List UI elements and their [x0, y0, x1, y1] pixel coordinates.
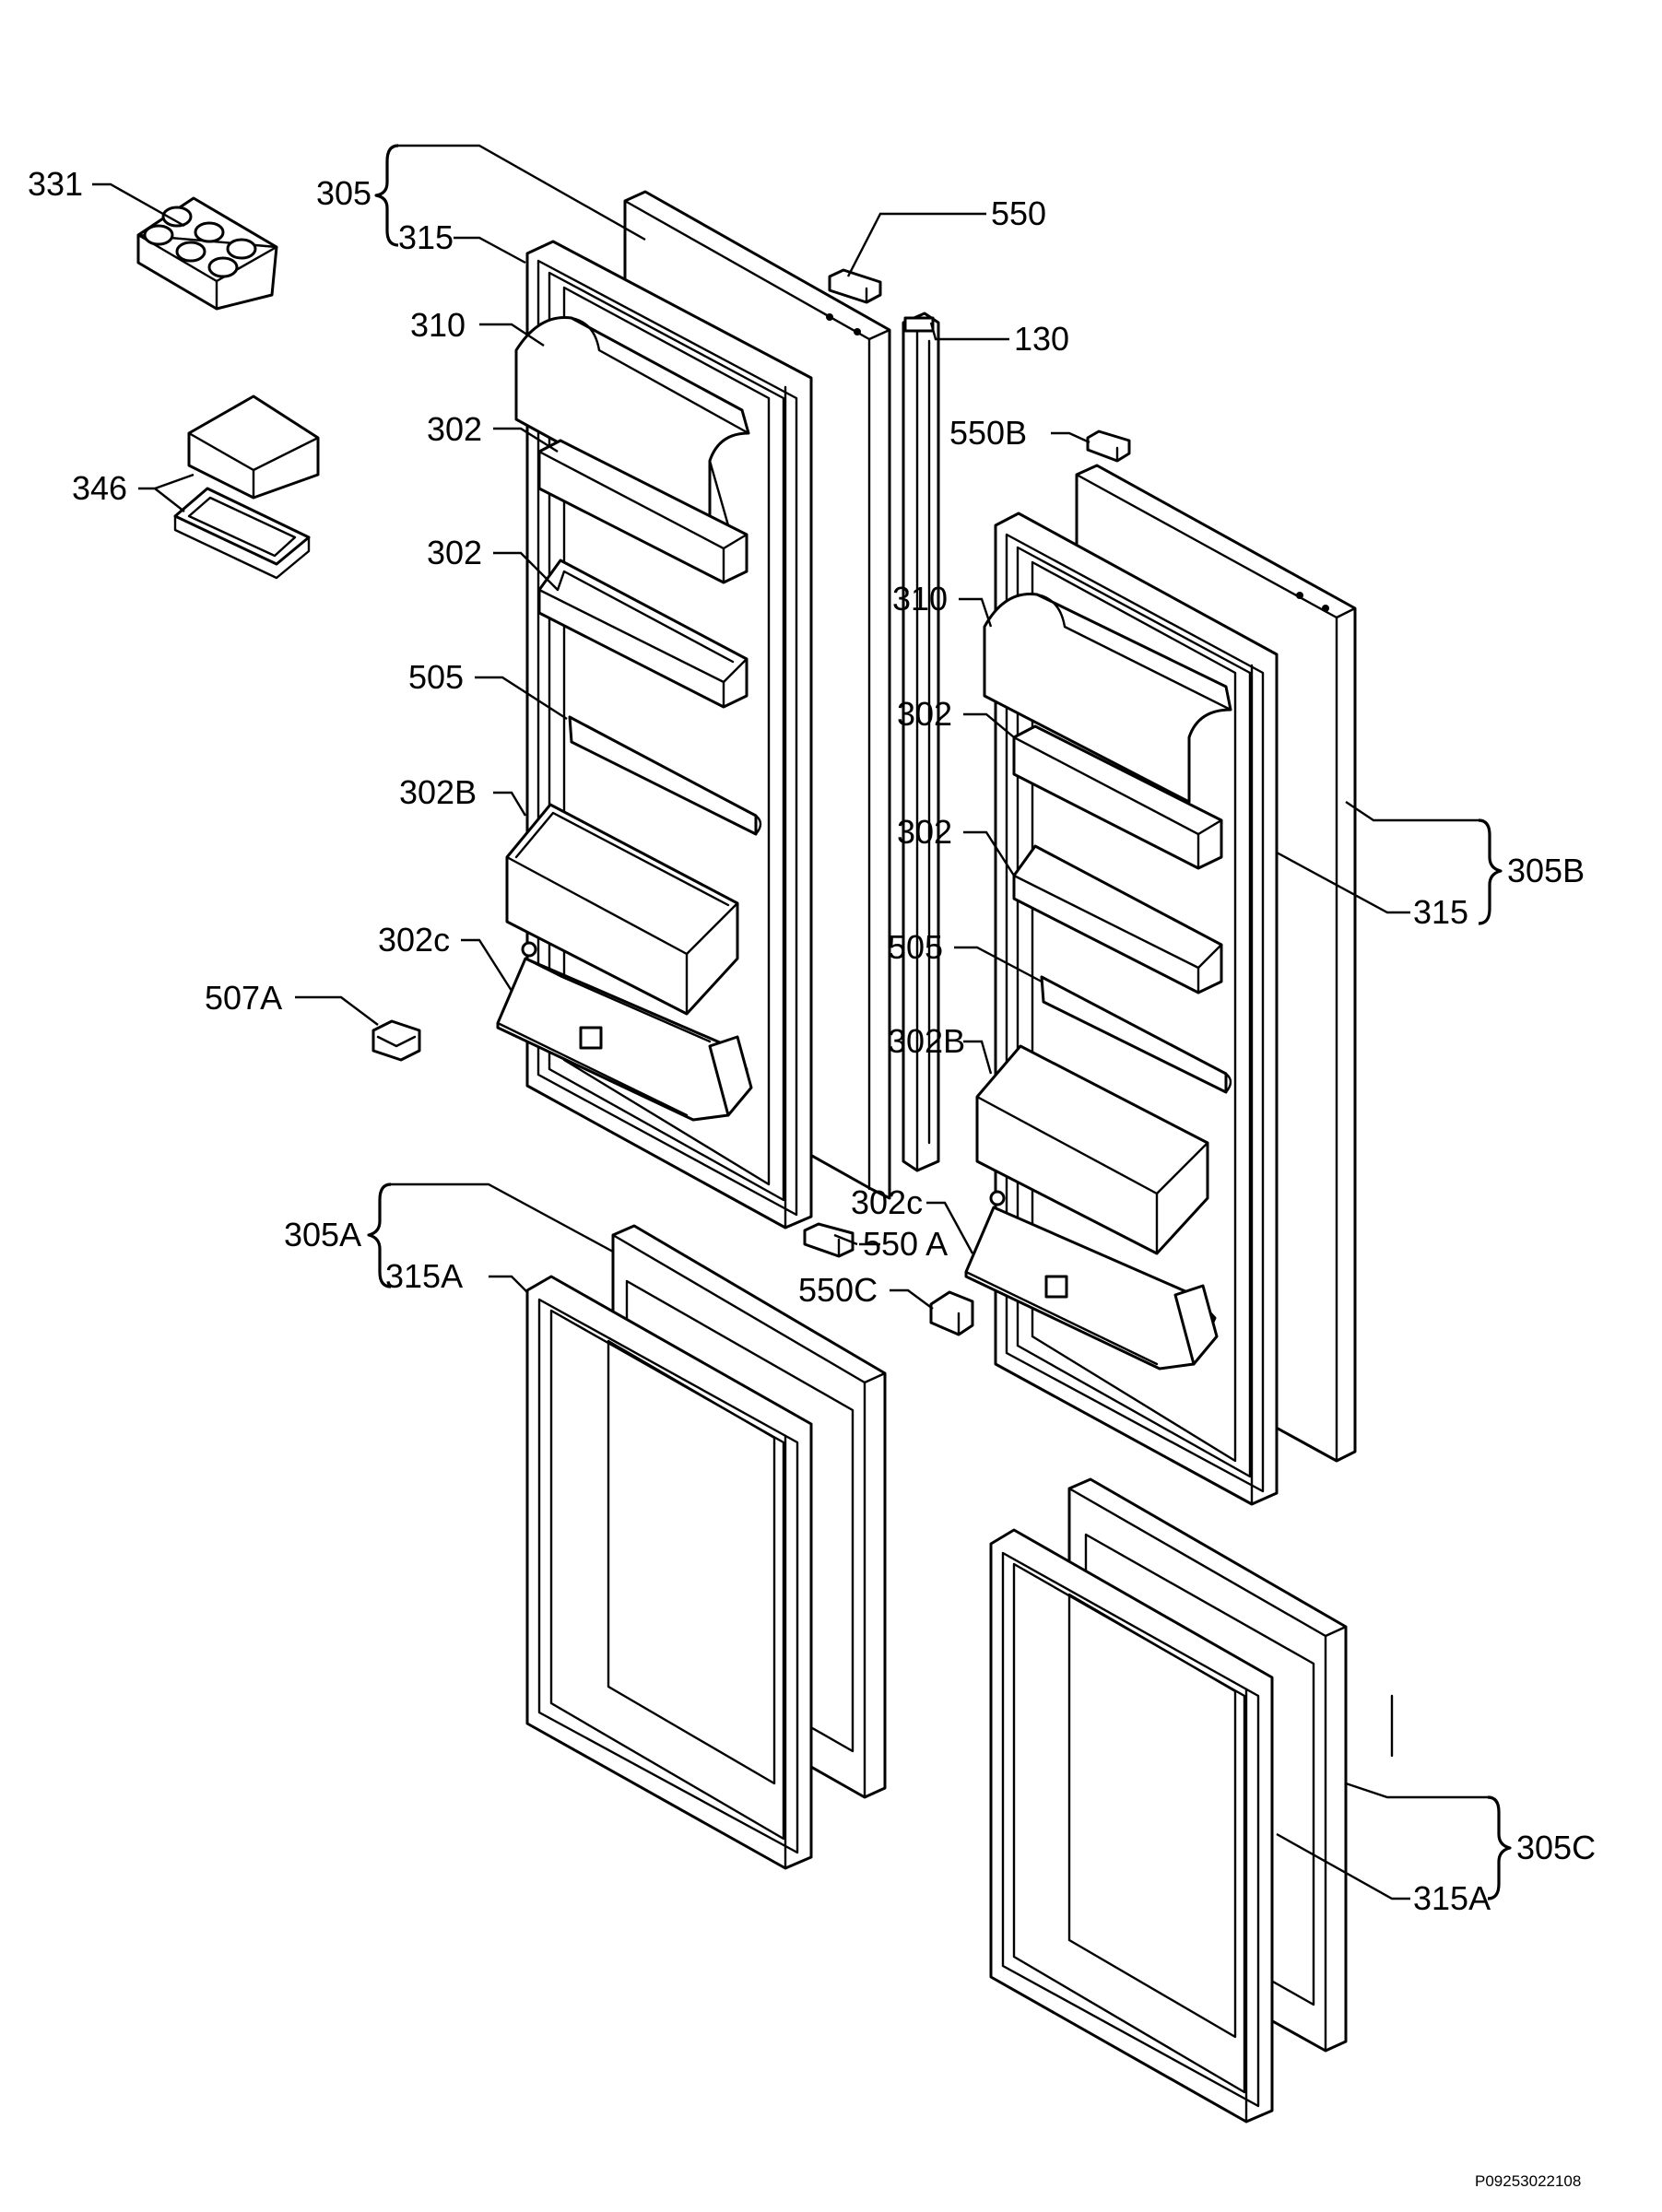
callout-550B: 550B: [949, 414, 1027, 452]
hinge-cap-550A: [803, 1222, 855, 1258]
dairy-compartment-right: [983, 592, 1232, 804]
door-shelf-right-upper: [1012, 724, 1223, 870]
leader-lines: [92, 144, 1488, 1900]
callout-315A-left: 315A: [385, 1257, 463, 1295]
door-shelf-right-lower: [1012, 844, 1223, 994]
callout-labels: 331 346 305 315 310 302 302 505 302B 302…: [28, 165, 1596, 2190]
callout-505-left: 505: [408, 658, 464, 696]
hinge-cap-550: [828, 268, 882, 304]
door-shelf-left-lower: [537, 559, 748, 709]
callout-302-left-top: 302: [427, 410, 482, 448]
lower-right-door-gasket: [989, 1528, 1274, 2124]
bottle-holder-right: [964, 1190, 1219, 1371]
brace-305A: [367, 1182, 392, 1288]
callout-507A: 507A: [205, 979, 282, 1017]
hinge-bar: [902, 312, 940, 1172]
brace-305: [374, 144, 399, 247]
callout-305C: 305C: [1516, 1829, 1596, 1866]
egg-tray-331: [136, 196, 278, 311]
label-strip-left: [568, 715, 762, 836]
reference-code: P09253022108: [1475, 2172, 1581, 2190]
callout-550C: 550C: [798, 1271, 878, 1309]
callout-310-left: 310: [410, 306, 466, 344]
callout-550A: 550 A: [863, 1225, 948, 1263]
brace-305C: [1487, 1795, 1512, 1900]
callout-302c-left: 302c: [378, 921, 450, 959]
lower-left-door-gasket: [525, 1275, 813, 1870]
callout-331: 331: [28, 165, 83, 203]
callout-315A-right: 315A: [1413, 1879, 1491, 1917]
callout-315: 315: [398, 218, 454, 256]
callout-302-right-top: 302: [897, 695, 952, 733]
clip-507A: [371, 1019, 421, 1062]
callout-302B-right: 302B: [888, 1022, 965, 1060]
hinge-cap-550C: [929, 1290, 974, 1336]
callout-315-right: 315: [1413, 893, 1468, 931]
callout-302-right-mid: 302: [897, 813, 952, 851]
callout-305A: 305A: [284, 1216, 361, 1253]
callout-130: 130: [1014, 320, 1069, 358]
callout-302-left-mid: 302: [427, 534, 482, 571]
bottle-holder-left: [496, 941, 753, 1122]
callout-346: 346: [72, 469, 127, 507]
callout-305: 305: [316, 174, 371, 212]
bottle-rack-right: [975, 1044, 1209, 1255]
callout-305B: 305B: [1507, 852, 1585, 889]
callout-302B-left: 302B: [399, 773, 477, 811]
callout-302c-right: 302c: [851, 1183, 923, 1221]
callout-505-right: 505: [888, 928, 943, 966]
callout-310-right: 310: [892, 580, 948, 618]
hinge-cap-550B: [1086, 429, 1131, 463]
brace-305B: [1478, 818, 1503, 925]
door-shelf-left-upper: [537, 439, 748, 584]
callout-550: 550: [991, 194, 1046, 232]
dairy-compartment-left: [514, 315, 750, 527]
butter-box-346: [173, 394, 320, 580]
label-strip-right: [1040, 975, 1232, 1094]
bottle-rack-left: [505, 803, 739, 1016]
